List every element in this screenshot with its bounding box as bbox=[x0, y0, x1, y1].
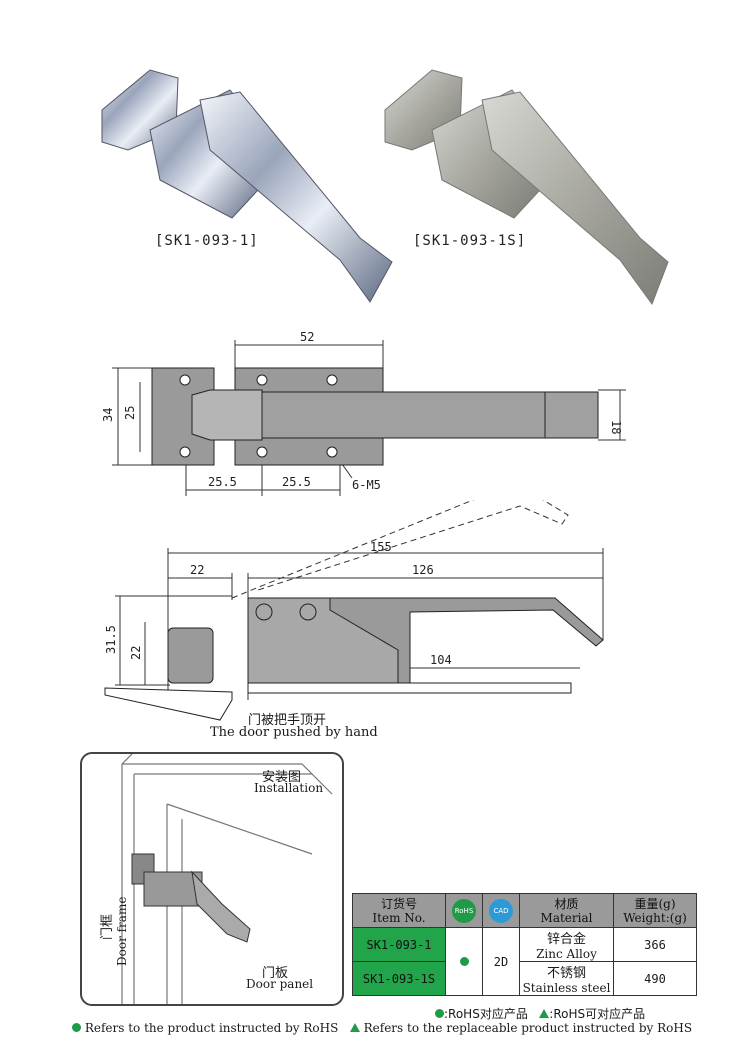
material-cell: 锌合金 Zinc Alloy bbox=[519, 927, 614, 962]
door-frame-label-cn: 门框 bbox=[100, 913, 115, 940]
installation-title-cn: 安装图 bbox=[262, 770, 302, 785]
rohs-status-cell bbox=[445, 927, 483, 996]
door-frame-label-en: Door frame bbox=[115, 896, 129, 966]
dim-52: 52 bbox=[300, 330, 314, 344]
rohs-triangle-icon bbox=[539, 1009, 550, 1018]
top-view-drawing: 52 34 25 18 25.5 25.5 6-M5 bbox=[101, 330, 626, 496]
table-row: SK1-093-1S 不锈钢 Stainless steel 490 bbox=[352, 961, 697, 996]
dim-31-5: 31.5 bbox=[104, 625, 118, 654]
dim-34: 34 bbox=[101, 408, 115, 422]
satin-latch-photo bbox=[384, 69, 669, 306]
rohs-header: RoHS bbox=[445, 893, 483, 928]
installation-drawing bbox=[121, 753, 333, 1004]
dim-155: 155 bbox=[370, 540, 392, 554]
legend-line-en: Refers to the product instructed by RoHS… bbox=[72, 1021, 692, 1035]
dim-25: 25 bbox=[123, 406, 137, 420]
rohs-dot-icon bbox=[72, 1023, 81, 1032]
screw-note: 6-M5 bbox=[352, 478, 381, 492]
dim-25-5-left: 25.5 bbox=[208, 475, 237, 489]
cad-icon: CAD bbox=[489, 898, 513, 923]
legend-line-cn: :RoHS对应产品 :RoHS可对应产品 bbox=[435, 1005, 645, 1022]
side-view-drawing: 155 22 126 31.5 22 104 bbox=[104, 500, 604, 721]
dim-22-side: 22 bbox=[129, 646, 143, 660]
chrome-latch-photo bbox=[101, 69, 393, 303]
table-row: SK1-093-1 2D 锌合金 Zinc Alloy 366 bbox=[352, 927, 697, 996]
item-header: 订货号 Item No. bbox=[352, 893, 446, 928]
cad-format-cell: 2D bbox=[482, 927, 520, 996]
dim-18: 18 bbox=[609, 420, 623, 434]
item-number-cell: SK1-093-1S bbox=[352, 961, 446, 996]
rohs-dot-icon bbox=[459, 956, 469, 966]
material-cell: 不锈钢 Stainless steel bbox=[519, 961, 614, 996]
rohs-icon: RoHS bbox=[452, 898, 476, 923]
weight-cell: 366 bbox=[613, 927, 697, 962]
weight-cell: 490 bbox=[613, 961, 697, 996]
door-note-cn: 门被把手顶开 bbox=[248, 713, 327, 728]
door-note-en: The door pushed by hand bbox=[210, 725, 378, 740]
product-label-satin: [SK1-093-1S] bbox=[413, 233, 527, 249]
spec-table: 订货号 Item No. RoHS CAD 材质 Material 重量(g) … bbox=[352, 893, 697, 996]
dim-126: 126 bbox=[412, 563, 434, 577]
dim-22-top: 22 bbox=[190, 563, 204, 577]
door-panel-label-cn: 门板 bbox=[262, 966, 289, 981]
installation-title-en: Installation bbox=[254, 781, 324, 795]
door-panel-label-en: Door panel bbox=[246, 977, 314, 991]
weight-header: 重量(g) Weight:(g) bbox=[613, 893, 697, 928]
installed-latch bbox=[131, 853, 251, 943]
rohs-triangle-icon bbox=[349, 1023, 360, 1032]
material-header: 材质 Material bbox=[519, 893, 614, 928]
item-number-cell: SK1-093-1 bbox=[352, 927, 446, 962]
product-label-chrome: [SK1-093-1] bbox=[155, 233, 259, 249]
rohs-dot-icon bbox=[435, 1009, 444, 1018]
product-photos bbox=[101, 69, 669, 306]
dim-25-5-right: 25.5 bbox=[282, 475, 311, 489]
dim-104: 104 bbox=[430, 653, 452, 667]
cad-header: CAD bbox=[482, 893, 520, 928]
installation-panel bbox=[80, 752, 344, 1006]
